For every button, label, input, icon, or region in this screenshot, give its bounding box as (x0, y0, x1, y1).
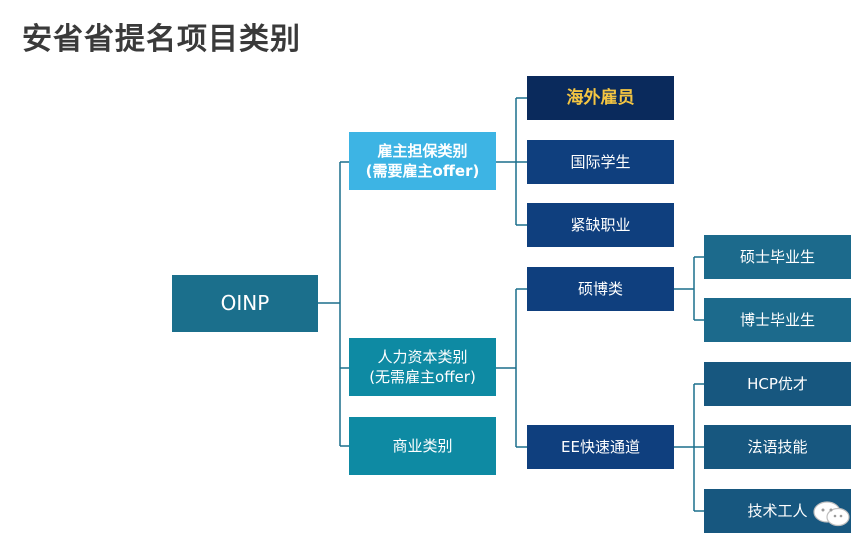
root-label: OINP (220, 291, 270, 315)
human-capital-category-label: 人力资本类别 (377, 347, 468, 366)
business-category-node: 商业类别 (349, 417, 496, 475)
human-capital-category-note: (无需雇主offer) (369, 368, 476, 386)
root-node: OINP (172, 275, 318, 332)
substream-skilled-trades-label: 技术工人 (747, 501, 808, 520)
page-title: 安省省提名项目类别 (22, 22, 301, 57)
stream-international-student-label: 国际学生 (570, 152, 631, 171)
substream-hcp-label: HCP优才 (747, 374, 808, 393)
employer-category-label: 雇主担保类别 (377, 141, 468, 160)
substream-french-skills-label: 法语技能 (747, 437, 808, 456)
stream-in-demand-skills-label: 紧缺职业 (570, 215, 631, 234)
substream-masters-graduate-label: 硕士毕业生 (739, 247, 815, 266)
substream-masters-graduate: 硕士毕业生 (704, 235, 851, 279)
employer-category-note: (需要雇主offer) (365, 162, 480, 180)
substream-phd-graduate-label: 博士毕业生 (739, 310, 815, 329)
human-capital-category-node: 人力资本类别 (无需雇主offer) (349, 338, 496, 396)
stream-express-entry: EE快速通道 (527, 425, 674, 469)
stream-foreign-worker-label: 海外雇员 (566, 87, 635, 108)
business-category-label: 商业类别 (392, 436, 453, 455)
stream-foreign-worker: 海外雇员 (527, 76, 674, 120)
stream-in-demand-skills: 紧缺职业 (527, 203, 674, 247)
substream-phd-graduate: 博士毕业生 (704, 298, 851, 342)
stream-international-student: 国际学生 (527, 140, 674, 184)
stream-masters-phd: 硕博类 (527, 267, 674, 311)
stream-express-entry-label: EE快速通道 (561, 437, 640, 456)
employer-category-node: 雇主担保类别 (需要雇主offer) (349, 132, 496, 190)
substream-hcp: HCP优才 (704, 362, 851, 406)
substream-french-skills: 法语技能 (704, 425, 851, 469)
stream-masters-phd-label: 硕博类 (577, 279, 623, 298)
wechat-icon (813, 501, 850, 527)
